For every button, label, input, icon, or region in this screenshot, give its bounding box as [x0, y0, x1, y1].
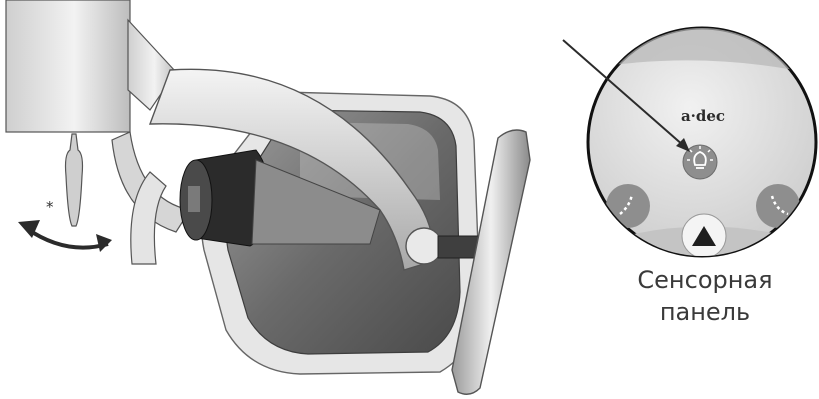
- caption-line-1: Сенсорная: [600, 264, 810, 296]
- touchpad-callout: a·dec: [560, 27, 819, 270]
- lamp-assembly: [6, 0, 530, 394]
- caption-line-2: панель: [600, 296, 810, 328]
- up-triangle-icon: [682, 214, 726, 258]
- pivot-hub: [406, 228, 442, 264]
- asterisk-label: *: [46, 198, 54, 216]
- double-arrow-icon: [18, 220, 112, 252]
- right-curve-icon: [756, 184, 800, 228]
- left-curve-icon: [606, 184, 650, 228]
- touchpad-caption: Сенсорная панель: [600, 264, 810, 328]
- hanging-tool: [66, 134, 83, 226]
- brand-logo: a·dec: [681, 107, 725, 125]
- column-housing: [6, 0, 130, 132]
